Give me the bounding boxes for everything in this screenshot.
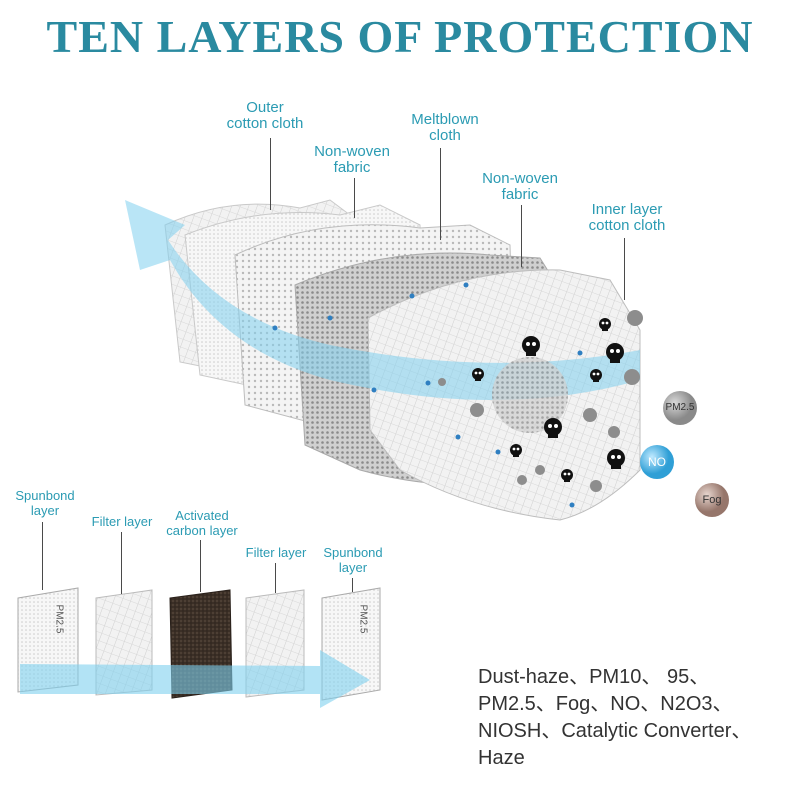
label-filter-1: Filter layer [91,514,153,529]
label-non-woven-1: Non-woven fabric [314,143,390,176]
leader-non-woven-1 [354,178,355,218]
airflow-arrow-bottom [20,650,370,708]
no-label: NO [648,455,666,469]
airflow-arrow-top [125,200,640,400]
particle-dots [272,282,583,508]
leader-non-woven-2 [521,205,522,267]
filter-circle [492,357,568,433]
page-title: TEN LAYERS OF PROTECTION [46,11,754,62]
label-meltblown: Meltblown cloth [411,111,479,144]
leader-inner-cotton [624,238,625,300]
fog-label: Fog [702,494,722,506]
gray-particles [438,310,643,492]
label-inner-cotton: Inner layer cotton cloth [588,201,666,234]
leader-meltblown [440,148,441,240]
label-spunbond-2: Spunbond layer [323,545,383,575]
label-spunbond-1: Spunbond layer [15,488,75,518]
leader-carbon [200,540,201,592]
label-carbon: Activated carbon layer [166,508,238,538]
label-outer-cotton: Outer cotton cloth [226,99,304,132]
fog-ball [695,483,729,517]
leader-filter-1 [121,532,122,594]
pollutant-description: Dust-haze、PM10、 95、 PM2.5、Fog、NO、N2O3、 N… [478,666,752,769]
leader-spunbond-2 [352,578,353,592]
leader-outer-cotton [270,138,271,210]
virus-icons [472,318,625,482]
card-print-2: PM2.5 [357,604,369,634]
label-non-woven-2: Non-woven fabric [482,170,558,203]
label-filter-2: Filter layer [245,545,307,560]
card-print-1: PM2.5 [53,604,65,634]
pm25-ball [663,391,697,425]
no-ball [640,445,674,479]
pm25-label: PM2.5 [665,402,695,413]
leader-spunbond-1 [42,522,43,590]
leader-filter-2 [275,563,276,593]
